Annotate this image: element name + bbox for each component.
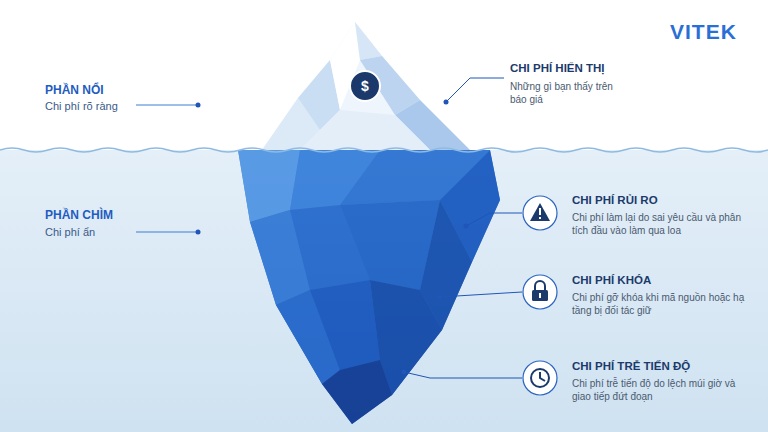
water-line — [0, 148, 768, 152]
leader-line — [446, 78, 504, 102]
logo: VITEK — [670, 18, 760, 45]
lock-icon — [523, 275, 557, 309]
dollar-badge — [350, 71, 380, 101]
leader-dot — [402, 370, 407, 375]
dollar-symbol: $ — [350, 77, 380, 95]
clock-icon — [523, 361, 557, 395]
callout-heading: CHI PHÍ RỦI RO — [572, 193, 762, 208]
leader-line — [136, 232, 196, 233]
callout-heading: CHI PHÍ HIỂN THỊ — [510, 61, 710, 76]
leader-line — [466, 213, 522, 226]
iceberg-facets — [238, 150, 500, 424]
section-subtitle: Chi phí ẩn — [45, 225, 135, 239]
leader-line — [136, 105, 196, 106]
callout-body: Những gì bạn thấy trên báo giá — [510, 80, 614, 106]
leader-line — [440, 292, 522, 297]
leader-line — [404, 372, 522, 378]
section-heading: PHẦN CHÌM — [45, 208, 195, 224]
leader-dot — [196, 103, 201, 108]
leader-dot — [464, 224, 469, 229]
warning-icon — [523, 196, 557, 230]
callout-heading: CHI PHÍ TRỄ TIẾN ĐỘ — [572, 359, 762, 374]
iceberg-underwater — [238, 150, 500, 424]
callout-body: Chi phí làm lại do sai yêu cầu và phân t… — [572, 211, 754, 237]
iceberg-tip — [262, 22, 470, 150]
callout-body: Chi phí gỡ khóa khi mã nguồn hoặc hạ tần… — [572, 291, 754, 317]
section-subtitle: Chi phí rõ ràng — [45, 99, 135, 113]
tip-facets — [262, 22, 470, 150]
section-heading: PHẦN NỔI — [45, 83, 195, 99]
leader-dot — [438, 295, 443, 300]
callout-heading: CHI PHÍ KHÓA — [572, 273, 762, 288]
leader-dot — [444, 100, 449, 105]
leader-dot — [196, 230, 201, 235]
callout-body: Chi phí trễ tiến độ do lệch múi giờ và g… — [572, 377, 754, 403]
water — [0, 150, 768, 432]
